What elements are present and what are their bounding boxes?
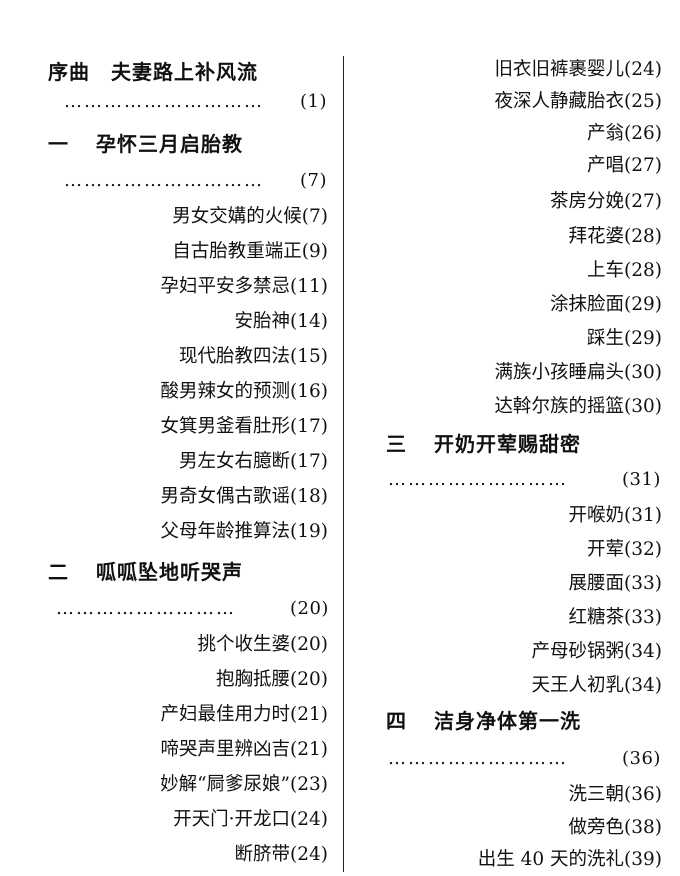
toc-entry: 开荤(32) — [587, 539, 662, 560]
toc-entry: 安胎神(14) — [234, 311, 328, 332]
preface-heading: 序曲 夫妻路上补风流 — [48, 60, 258, 84]
section-heading-2: 二呱呱坠地听哭声 — [48, 560, 243, 584]
section-heading-3: 三开奶开荤赐甜密 — [386, 432, 581, 456]
toc-entry: 男女交媾的火候(7) — [172, 206, 328, 227]
toc-entry: 自古胎教重端正(9) — [172, 241, 328, 262]
toc-entry: 洗三朝(36) — [568, 784, 662, 805]
section-4-page: (36) — [622, 748, 661, 769]
section-1-page: (7) — [300, 170, 327, 191]
toc-entry: 红糖茶(33) — [568, 607, 662, 628]
toc-entry: 茶房分娩(27) — [550, 191, 662, 212]
toc-entry: 涂抹脸面(29) — [550, 294, 662, 315]
section-heading-4: 四洁身净体第一洗 — [386, 709, 581, 733]
toc-entry: 产妇最佳用力时(21) — [160, 704, 328, 725]
toc-entry: 夜深人静藏胎衣(25) — [494, 91, 662, 112]
toc-entry: 开天门·开龙口(24) — [173, 809, 328, 830]
preface-leader: ………………………… — [64, 91, 264, 112]
section-3-page: (31) — [622, 469, 661, 490]
section-1-leader: ………………………… — [64, 170, 264, 191]
toc-entry: 啼哭声里辨凶吉(21) — [160, 739, 328, 760]
toc-entry: 现代胎教四法(15) — [179, 346, 328, 367]
toc-entry: 拜花婆(28) — [568, 226, 662, 247]
section-4-leader: ……………………… — [388, 748, 568, 769]
toc-entry: 孕妇平安多禁忌(11) — [160, 276, 328, 297]
toc-entry: 达斡尔族的摇篮(30) — [494, 396, 662, 417]
toc-entry: 抱胸抵腰(20) — [216, 669, 328, 690]
toc-entry: 妙解“屙爹尿娘”(23) — [160, 774, 328, 795]
section-heading-1: 一孕怀三月启胎教 — [48, 132, 243, 156]
toc-entry: 产翁(26) — [587, 123, 662, 144]
column-divider — [343, 56, 344, 872]
section-3-leader: ……………………… — [388, 469, 568, 490]
toc-entry: 产母砂锅粥(34) — [531, 641, 662, 662]
toc-entry: 男奇女偶古歌谣(18) — [160, 486, 328, 507]
toc-entry: 女箕男釜看肚形(17) — [160, 416, 328, 437]
toc-entry: 产唱(27) — [587, 155, 662, 176]
toc-entry: 酸男辣女的预测(16) — [160, 381, 328, 402]
toc-entry: 做旁色(38) — [568, 817, 662, 838]
toc-entry: 上车(28) — [587, 260, 662, 281]
toc-entry: 挑个收生婆(20) — [197, 634, 328, 655]
toc-entry: 展腰面(33) — [568, 573, 662, 594]
toc-entry: 满族小孩睡扁头(30) — [494, 362, 662, 383]
toc-entry: 男左女右臆断(17) — [179, 451, 328, 472]
toc-entry: 开喉奶(31) — [568, 505, 662, 526]
toc-entry: 父母年龄推算法(19) — [160, 521, 328, 542]
section-2-page: (20) — [290, 598, 329, 619]
toc-entry: 出生 40 天的洗礼(39) — [477, 849, 662, 870]
toc-entry: 踩生(29) — [587, 328, 662, 349]
toc-entry: 断脐带(24) — [234, 844, 328, 865]
section-2-leader: ……………………… — [56, 598, 236, 619]
toc-entry: 旧衣旧裤裹婴儿(24) — [494, 59, 662, 80]
toc-entry: 天王人初乳(34) — [531, 675, 662, 696]
preface-page: (1) — [300, 91, 327, 112]
